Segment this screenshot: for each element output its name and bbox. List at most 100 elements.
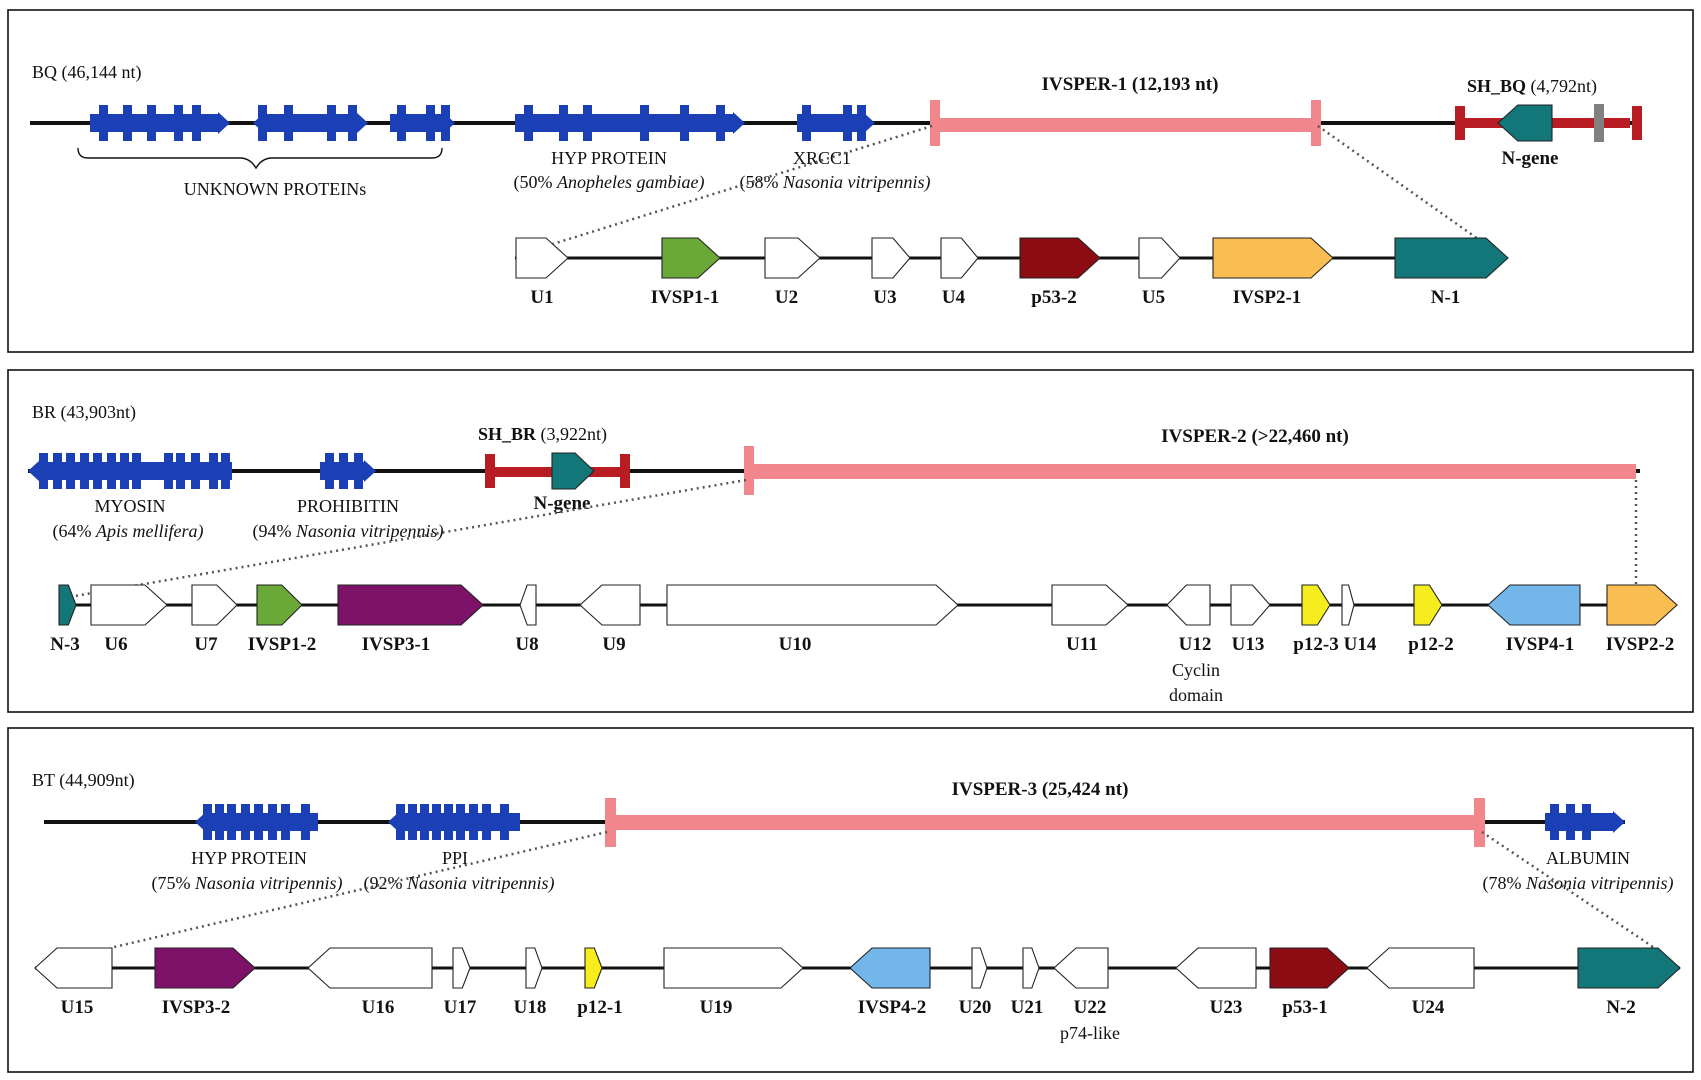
bq-hyp-label: HYP PROTEIN [551,148,667,168]
bq-orf-label: IVSP1-1 [651,287,720,308]
bq-orf-label: p53-2 [1031,287,1076,308]
br-orf-u6 [90,584,168,626]
bt-ivsper-start [605,798,616,847]
bq-orf-label: U3 [873,287,896,308]
bq-unknown-gene-1-exon [147,105,156,141]
bt-orf-label: U24 [1412,997,1445,1018]
br-myosin-gene-exon [221,453,230,489]
bt-orf-u19 [663,947,804,989]
br-ivsper-title-part: IVSPER-2 [1161,426,1251,447]
bq-xrcc1-gene-exon [843,105,852,141]
br-myosin-gene-exon [93,453,102,489]
bq-n-gene-label: N-gene [1502,148,1559,169]
bt-ppi-gene-exon [396,804,405,840]
bt-orf-label: IVSP4-2 [858,997,927,1018]
bq-unknown-gene-1-exon [192,105,201,141]
bt-orf-label: p53-1 [1282,997,1327,1018]
bt-hyp-protein-gene-exon [281,804,290,840]
bt-orf-label: U15 [61,997,94,1018]
bq-ivsper-title-part: IVSPER-1 [1042,74,1132,95]
bq-ivsper-bar [935,118,1315,132]
bq-hyp-protein-gene [515,105,745,141]
bq-unknown-gene-3-exon [327,105,336,141]
bq-hyp-protein-gene-exon [680,105,689,141]
bt-orf-note: p74-like [1060,1023,1120,1043]
bt-orf-label: p12-1 [577,997,622,1018]
bq-unknown-gene-1-exon [99,105,108,141]
br-orf-u11 [1051,584,1129,626]
bq-xrcc1-identity: (58% Nasonia vitripennis) [740,172,931,193]
bq-hyp-identity: (50% Anopheles gambiae) [514,172,705,193]
bq-hyp-protein-gene-arrowhead [733,112,745,134]
br-orf-p12-3 [1301,584,1331,626]
bt-orf-label: U17 [444,997,477,1018]
bt-orf-u21 [1022,947,1040,989]
bt-hyp-identity-part: Nasonia vitripennis) [194,873,343,894]
br-prohibitin-gene-exon [354,453,363,489]
bt-orf-p53-1 [1269,947,1350,989]
br-name: BR (43,903nt) [32,402,136,423]
bt-hyp-protein-gene [195,804,318,840]
bt-hyp-identity: (75% Nasonia vitripennis) [152,873,343,894]
bt-ppi-gene-exon [432,804,441,840]
bq-unknown-gene-1-exon [123,105,132,141]
bq-ivsper-title-part: (12,193 nt) [1132,74,1219,95]
bq-name-part: BQ [32,62,62,82]
bq-orf-u1 [515,237,569,279]
panel-bt [7,727,1694,1073]
bt-ppi-gene-exon [469,804,478,840]
br-n-gene-label: N-gene [534,493,591,514]
br-orf-u10 [666,584,959,626]
bq-name: BQ (46,144 nt) [32,62,142,83]
br-ivsper-title: IVSPER-2 (>22,460 nt) [1161,426,1349,447]
bq-orf-u4 [940,237,979,279]
bt-orf-label: U22 [1074,997,1107,1018]
bq-xrcc1-gene-exon [802,105,811,141]
bq-unknown-label: UNKNOWN PROTEINs [184,179,367,199]
bt-albumin-gene [1545,804,1625,840]
bq-orf-ivsp2-1 [1212,237,1334,279]
bt-name: BT (44,909nt) [32,770,135,791]
bq-zoom-left [539,124,933,250]
bt-orf-label: U16 [362,997,395,1018]
bt-albumin-gene-exon [1545,813,1613,831]
br-prohibitin-identity: (94% Nasonia vitripennis) [253,521,444,542]
br-name-part: (43,903nt) [61,402,137,423]
bt-orf-u20 [971,947,988,989]
bt-albumin-identity: (78% Nasonia vitripennis) [1483,873,1674,894]
bt-hyp-protein-gene-exon [268,804,277,840]
bt-albumin-gene-exon [1550,804,1559,840]
br-orf-label: U8 [515,634,538,655]
bt-ppi-label: PPI [442,848,468,868]
br-orf-u7 [191,584,238,626]
bq-n-gene-shape [1497,104,1553,142]
br-orf-label: U13 [1232,634,1265,655]
br-myosin-gene-exon [66,453,75,489]
bq-sh-title-part: SH_BQ [1467,76,1531,96]
br-myosin-identity-part: (64% [53,521,97,542]
bt-hyp-protein-gene-exon [215,804,224,840]
br-orf-label: p12-3 [1293,634,1338,655]
bt-albumin-gene-exon [1566,804,1575,840]
br-myosin-gene-exon [107,453,116,489]
br-prohibitin-identity-part: (94% [253,521,297,542]
br-myosin-gene-exon [209,453,218,489]
bt-orf-u24 [1366,947,1475,989]
br-orf-ivsp1-2 [256,584,303,626]
bt-hyp-protein-gene-exon [227,804,236,840]
bt-orf-u15 [34,947,113,989]
br-ivsper-bar [748,464,1636,479]
bt-name-part: BT [32,770,59,790]
bq-unknown-gene-1 [90,105,230,141]
br-myosin-label: MYOSIN [94,496,165,516]
br-name-part: BR [32,402,61,422]
bq-hyp-protein-gene-exon [583,105,592,141]
bt-ppi-gene [388,804,520,840]
br-orf-u13 [1230,584,1271,626]
bq-orf-n-1 [1394,237,1509,279]
bt-name-part: (44,909nt) [59,770,135,791]
bq-name-part: (46,144 nt) [62,62,142,83]
bt-ivsper-bar [610,815,1480,830]
bt-orf-label: N-2 [1606,997,1636,1018]
